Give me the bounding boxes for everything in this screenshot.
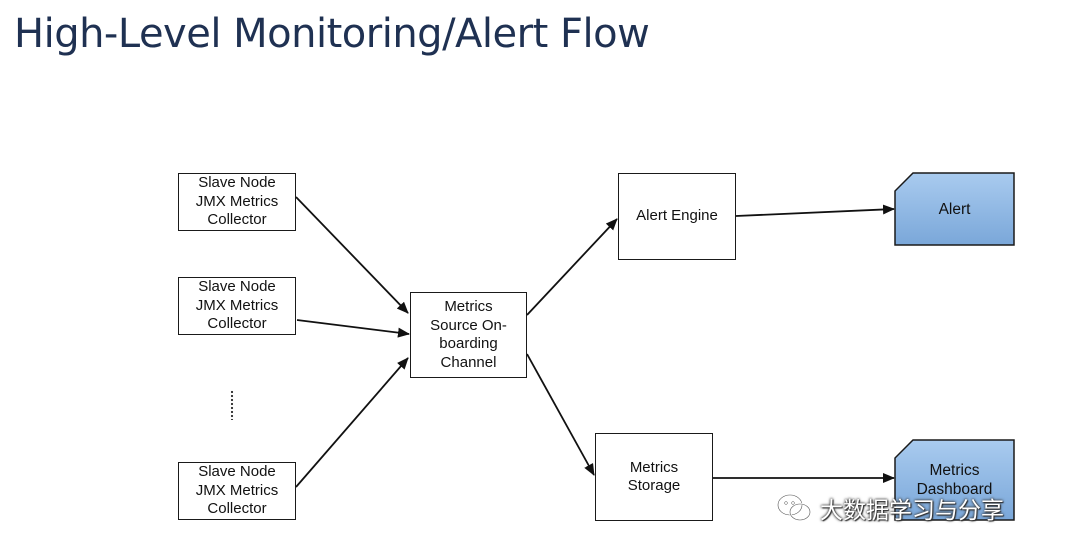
edge-channel-to-alert-engine: [526, 218, 618, 316]
node-label-line: JMX Metrics: [195, 192, 279, 210]
node-label-line: JMX Metrics: [195, 296, 279, 314]
node-label-line: Metrics: [629, 458, 679, 476]
node-label-line: Storage: [627, 477, 681, 494]
node-label-line: Slave Node: [198, 463, 276, 481]
edge-collector-1-to-channel: [295, 196, 409, 314]
node-metrics-storage: Metrics Storage: [595, 433, 713, 521]
edge-channel-to-metrics-storage: [526, 353, 595, 476]
page-title: High-Level Monitoring/Alert Flow: [14, 11, 650, 57]
node-metrics-channel: Metrics Source On- boarding Channel: [410, 292, 527, 378]
node-collector-3: Slave Node JMX Metrics Collector: [178, 462, 296, 520]
node-collector-1: Slave Node JMX Metrics Collector: [178, 173, 296, 231]
node-label-line: Slave Node: [198, 174, 276, 192]
node-label-line: Alert Engine: [636, 207, 718, 225]
edge-collector-2-to-channel: [296, 319, 410, 338]
edge-alert-engine-to-alert: [735, 204, 895, 217]
watermark-text: 大数据学习与分享: [820, 498, 1004, 524]
wechat-icon: [777, 494, 811, 521]
node-label-line: Source On-: [430, 316, 507, 334]
node-label-line: Slave Node: [198, 278, 276, 296]
node-alert-engine: Alert Engine: [618, 173, 736, 260]
node-collector-2: Slave Node JMX Metrics Collector: [178, 277, 296, 335]
node-label-line: Alert: [938, 200, 971, 218]
node-label-line: Collector: [207, 500, 267, 518]
node-label-line: boarding: [439, 335, 498, 352]
node-label-line: Collector: [207, 211, 267, 229]
node-alert-card: Alert: [895, 173, 1014, 245]
watermark: 大数据学习与分享: [776, 488, 1004, 528]
node-label-line: Collector: [207, 315, 267, 333]
edge-collector-3-to-channel: [295, 357, 409, 488]
node-label-line: JMX Metrics: [195, 481, 279, 499]
ellipsis-dots: [230, 390, 234, 420]
node-label-line: Metrics: [929, 462, 980, 479]
node-label-line: Channel: [440, 353, 497, 371]
node-label-line: Metrics: [444, 298, 493, 315]
